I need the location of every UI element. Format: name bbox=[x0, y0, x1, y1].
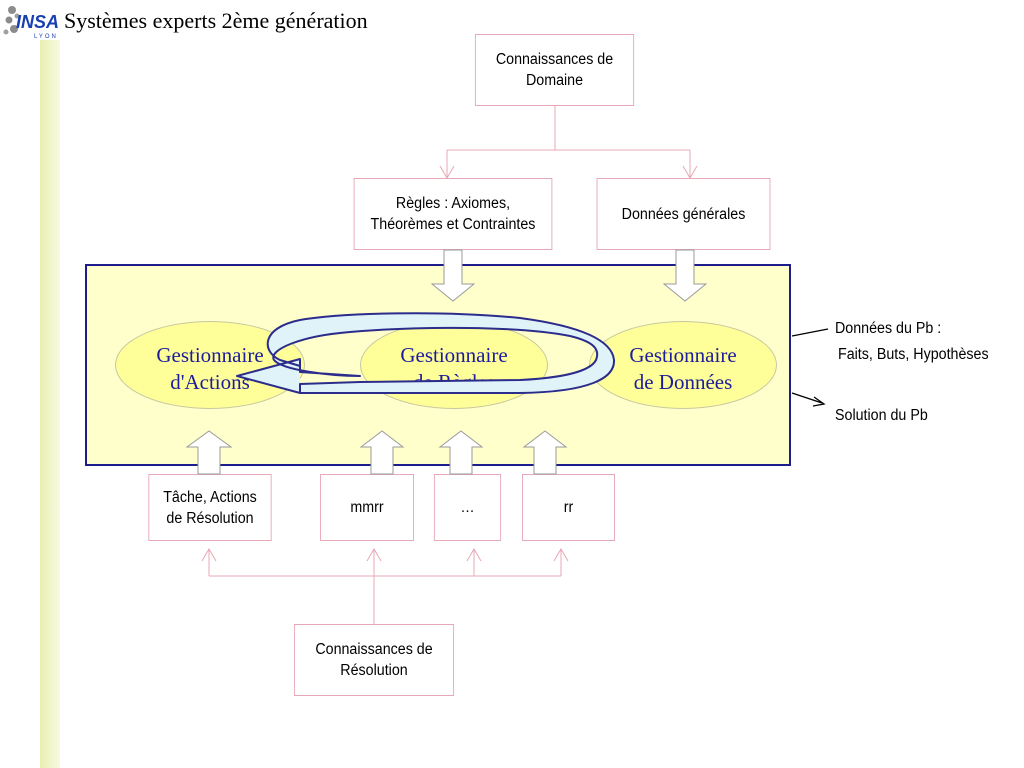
logo-text: INSA bbox=[16, 12, 59, 32]
mmrr-box: mmrr bbox=[320, 474, 414, 541]
domain-knowledge-box: Connaissances de Domaine bbox=[474, 34, 635, 106]
down-arrow-rules bbox=[430, 249, 476, 302]
up-arrow-task bbox=[185, 430, 233, 475]
input-line-problem-data bbox=[791, 328, 829, 337]
slide-title: Systèmes experts 2ème génération bbox=[64, 8, 368, 33]
resolution-knowledge-box: Connaissances de Résolution bbox=[293, 624, 455, 696]
down-arrow-data bbox=[662, 249, 708, 302]
action-manager-label: Gestionnaire d'Actions bbox=[156, 343, 264, 394]
solution-arrow bbox=[791, 392, 823, 404]
rr-box: rr bbox=[522, 474, 615, 541]
problem-data-title: Données du Pb : bbox=[835, 320, 942, 337]
up-arrow-ellipsis bbox=[438, 430, 484, 475]
solution-label: Solution du Pb bbox=[835, 407, 928, 424]
up-arrow-mmrr bbox=[359, 430, 405, 475]
rules-box: Règles : Axiomes, Théorèmes et Contraint… bbox=[353, 178, 553, 250]
data-manager-label: Gestionnaire de Données bbox=[629, 343, 737, 394]
insa-lyon-logo: INSA LYON bbox=[2, 2, 60, 40]
logo-subtext: LYON bbox=[34, 34, 58, 40]
problem-data-detail: Faits, Buts, Hypothèses bbox=[838, 346, 989, 363]
cycle-arrow-icon bbox=[236, 312, 616, 394]
task-actions-box: Tâche, Actions de Résolution bbox=[148, 474, 272, 541]
general-data-box: Données générales bbox=[596, 178, 771, 250]
up-arrow-rr bbox=[522, 430, 568, 475]
data-manager-ellipse bbox=[589, 321, 777, 409]
side-decoration-bar bbox=[40, 40, 60, 768]
